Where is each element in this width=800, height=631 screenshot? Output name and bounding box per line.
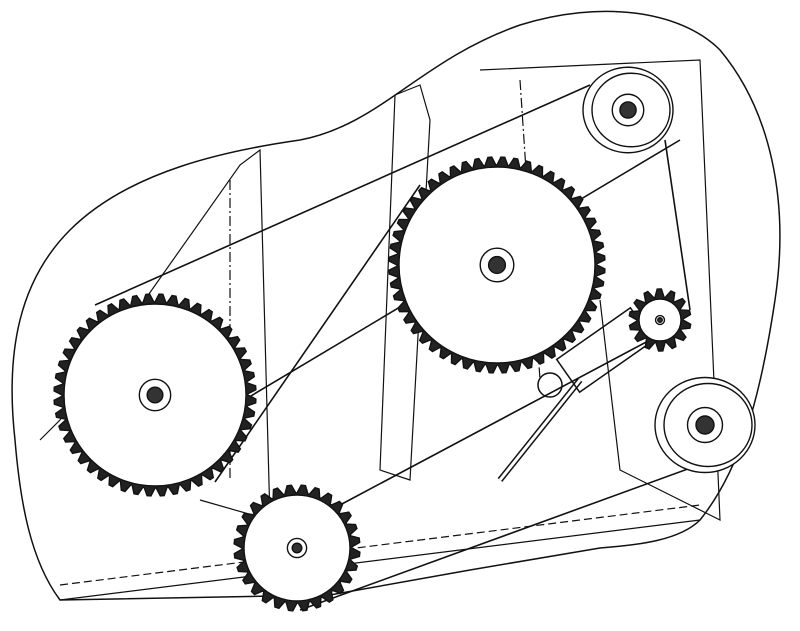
large-sprocket-center <box>388 156 606 374</box>
small-sprocket-bottom <box>233 484 361 612</box>
tensioner-sprocket <box>628 288 692 352</box>
large-sprocket-left <box>53 293 257 497</box>
idler-pulley-right <box>654 376 756 474</box>
idler-pulley-top <box>582 66 674 154</box>
